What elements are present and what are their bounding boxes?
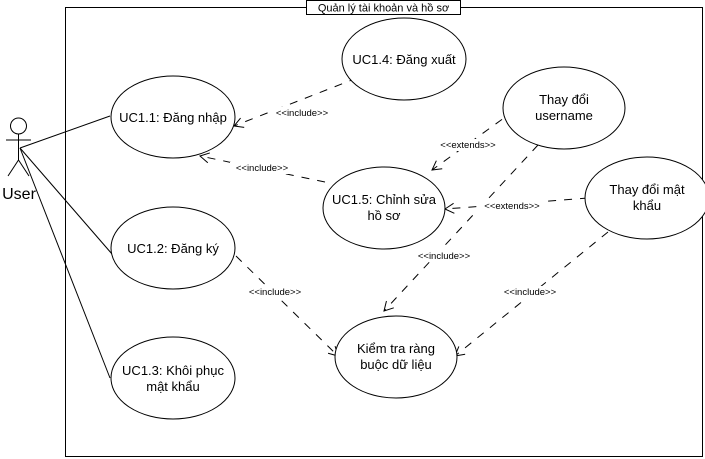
association-register	[19, 147, 113, 255]
svg-text:UC1.5: Chỉnh sửa: UC1.5: Chỉnh sửa	[332, 192, 437, 207]
svg-text:buộc dữ liệu: buộc dữ liệu	[360, 357, 432, 372]
actor-user	[6, 117, 31, 177]
svg-text:Thay đổi mật: Thay đổi mật	[609, 182, 685, 197]
association-recover	[19, 147, 111, 379]
svg-text:username: username	[535, 108, 593, 123]
svg-text:mật khẩu: mật khẩu	[146, 379, 199, 394]
svg-text:hồ sơ: hồ sơ	[367, 208, 401, 223]
usecase-validate-data: Kiểm tra ràng buộc dữ liệu	[334, 315, 458, 399]
label-include-password: <<include>>	[504, 287, 557, 298]
association-login	[19, 115, 111, 149]
svg-text:UC1.2: Đăng ký: UC1.2: Đăng ký	[127, 241, 219, 256]
label-include-register: <<include>>	[249, 287, 302, 298]
svg-text:Kiểm tra ràng: Kiểm tra ràng	[357, 341, 435, 356]
system-title: Quản lý tài khoản và hồ sơ	[318, 3, 449, 15]
include-logout-login	[233, 77, 358, 128]
label-extends-password: <<extends>>	[484, 201, 540, 212]
usecase-change-password: Thay đổi mật khẩu	[584, 156, 705, 240]
usecase-register: UC1.2: Đăng ký	[110, 206, 236, 290]
svg-text:UC1.3: Khôi phục: UC1.3: Khôi phục	[122, 363, 224, 378]
label-include-logout: <<include>>	[276, 108, 329, 119]
system-title-tab	[306, 0, 461, 15]
svg-text:UC1.4: Đăng xuất: UC1.4: Đăng xuất	[352, 52, 456, 67]
include-edit-login	[198, 152, 326, 183]
label-include-username: <<include>>	[418, 251, 471, 262]
usecase-change-username: Thay đổi username	[502, 66, 626, 150]
usecase-logout: UC1.4: Đăng xuất	[341, 17, 467, 101]
include-register-validate	[235, 255, 339, 357]
include-username-validate	[383, 144, 539, 312]
usecase-recover: UC1.3: Khôi phục mật khẩu	[110, 336, 236, 420]
svg-text:khẩu: khẩu	[633, 198, 661, 213]
svg-text:UC1.1: Đăng nhập: UC1.1: Đăng nhập	[119, 110, 227, 125]
label-include-edit: <<include>>	[236, 163, 289, 174]
label-extends-username: <<extends>>	[440, 140, 496, 151]
actor-label: User	[2, 186, 36, 203]
usecase-edit-profile: UC1.5: Chỉnh sửa hồ sơ	[322, 166, 446, 250]
usecase-login: UC1.1: Đăng nhập	[110, 75, 236, 159]
svg-text:Thay đổi: Thay đổi	[539, 92, 589, 107]
